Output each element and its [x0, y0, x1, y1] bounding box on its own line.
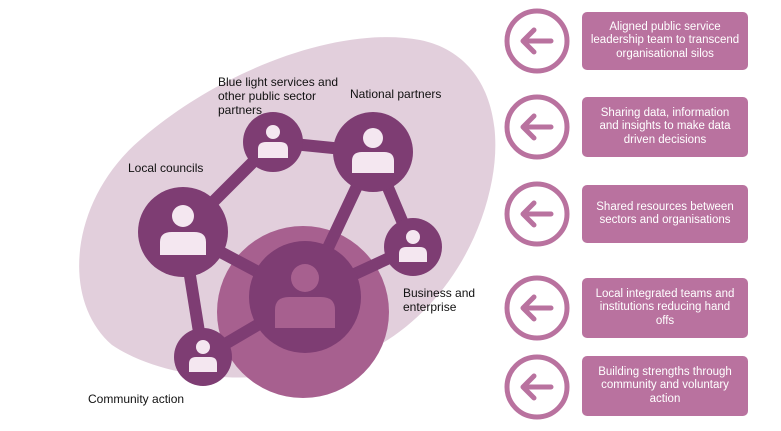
- benefit-row-2: Sharing data, information and insights t…: [504, 94, 750, 160]
- person-icon: [258, 125, 288, 158]
- arrow-left-icon: [504, 8, 570, 74]
- arrow-left-icon: [504, 94, 570, 160]
- benefit-row-4: Local integrated teams and institutions …: [504, 275, 750, 341]
- arrow-left-icon: [504, 275, 570, 341]
- node-local-councils: [138, 187, 228, 277]
- person-icon: [275, 264, 335, 328]
- benefit-box: Sharing data, information and insights t…: [582, 97, 748, 157]
- node-business: [384, 218, 442, 276]
- node-community: [174, 328, 232, 386]
- benefit-box: Local integrated teams and institutions …: [582, 278, 748, 338]
- benefit-row-1: Aligned public service leadership team t…: [504, 8, 750, 74]
- arrow-left-icon: [504, 181, 570, 247]
- label-national-partners: National partners: [350, 87, 442, 101]
- benefit-box: Aligned public service leadership team t…: [582, 12, 748, 70]
- label-community: Community action: [88, 392, 185, 406]
- person-icon: [189, 340, 217, 372]
- benefit-row-3: Shared resources between sectors and org…: [504, 181, 750, 247]
- person-icon: [399, 230, 427, 262]
- benefit-box: Building strengths through community and…: [582, 356, 748, 416]
- benefit-row-5: Building strengths through community and…: [504, 354, 750, 420]
- benefit-box: Shared resources between sectors and org…: [582, 185, 748, 243]
- label-blue-light: Blue light services and other public sec…: [218, 75, 339, 117]
- node-national-partners: [333, 112, 413, 192]
- arrow-left-icon: [504, 354, 570, 420]
- node-central: [249, 241, 361, 353]
- label-local-councils: Local councils: [128, 161, 204, 175]
- label-business: Business and enterprise: [403, 286, 476, 314]
- node-blue-light: [243, 112, 303, 172]
- person-icon: [160, 205, 206, 255]
- person-icon: [352, 128, 394, 173]
